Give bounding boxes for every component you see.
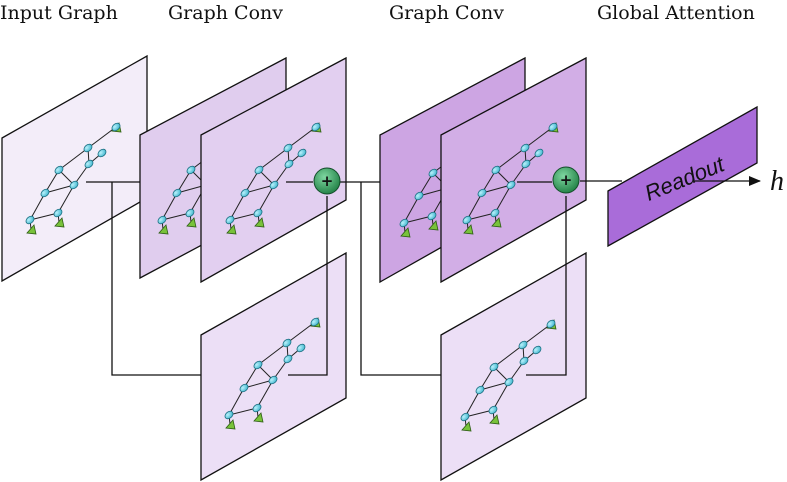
adder-2-icon: + <box>553 167 579 193</box>
svg-text:+: + <box>560 171 573 189</box>
skip-panel-2 <box>441 253 586 480</box>
input-graph-panel <box>2 56 147 281</box>
skip-panel-1 <box>201 253 346 480</box>
adder-1-icon: + <box>314 168 340 194</box>
svg-text:+: + <box>321 172 334 190</box>
output-label: h <box>770 166 784 197</box>
